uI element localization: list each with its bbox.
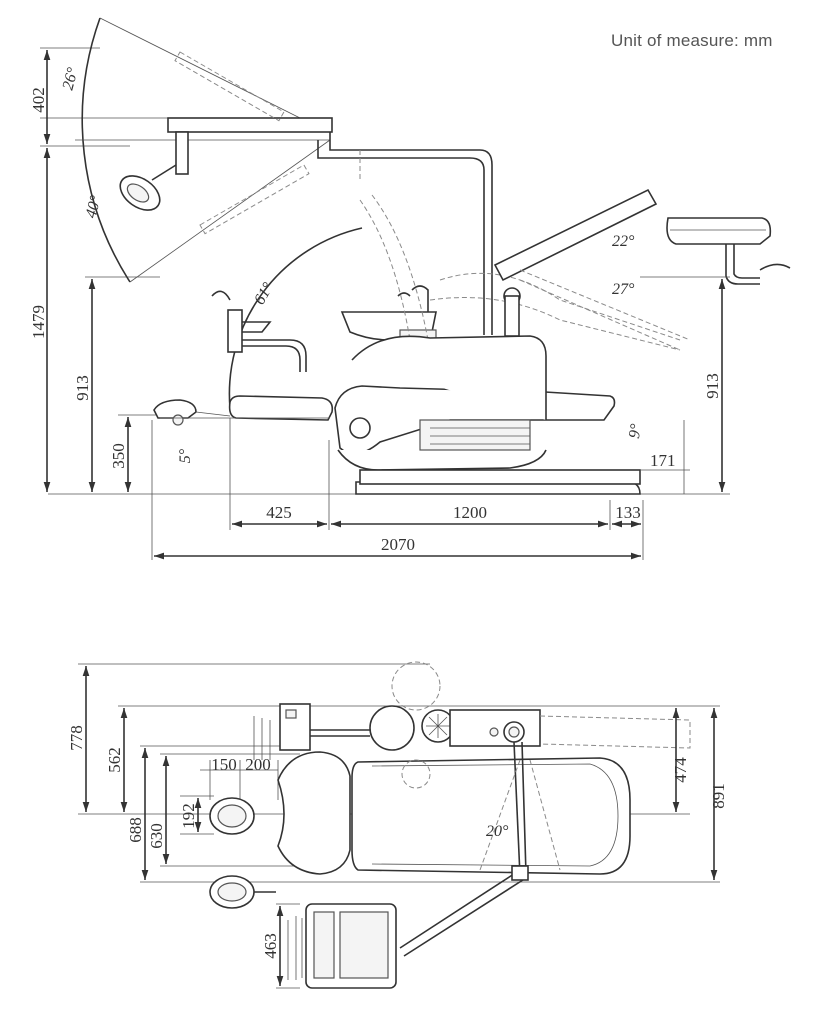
chair-body (228, 335, 641, 495)
dim-913-left: 913 (73, 375, 92, 401)
dim-630: 630 (147, 823, 166, 849)
instrument-tray-top: 463 (261, 903, 397, 989)
right-dimension-group: 913 22° 27° 9° 171 (612, 233, 730, 494)
unit-note: Unit of measure: mm (611, 31, 773, 50)
dim-562: 562 (105, 747, 124, 773)
foot-control-icon: 5° (153, 399, 330, 463)
angle-22: 22° (612, 233, 635, 250)
light-sweep: 26° 40° (60, 17, 331, 283)
dim-474: 474 (671, 757, 690, 783)
seat-top (351, 757, 631, 875)
dim-1479: 1479 (29, 305, 48, 339)
angle-5: 5° (177, 448, 194, 463)
angle-9: 9° (626, 422, 645, 440)
dim-192: 192 (179, 803, 198, 829)
angle-20: 20° (486, 823, 509, 840)
instrument-tray-icon (493, 188, 791, 351)
dim-891: 891 (709, 783, 728, 809)
side-view: 402 1479 913 350 26° 40° (29, 17, 791, 560)
dim-425: 425 (266, 503, 292, 522)
dim-1200: 1200 (453, 503, 487, 522)
bottom-dimension-group: 425 1200 133 2070 (151, 418, 644, 560)
dim-171: 171 (650, 451, 676, 470)
dim-200: 200 (245, 755, 271, 774)
dim-150: 150 (211, 755, 237, 774)
dental-light-icon (119, 51, 333, 235)
recline-arc (228, 227, 363, 409)
dim-688: 688 (126, 817, 145, 843)
left-dimension-group: 402 1479 913 350 (29, 47, 170, 492)
headrest-top (277, 751, 351, 875)
instrument-arm (211, 290, 307, 372)
dim-778: 778 (67, 725, 86, 751)
main-post (317, 132, 493, 335)
dim-463: 463 (261, 933, 280, 959)
dim-913-right: 913 (703, 373, 722, 399)
angle-26: 26° (60, 65, 82, 92)
dim-402: 402 (29, 87, 48, 113)
dim-2070: 2070 (381, 535, 415, 554)
dim-133: 133 (615, 503, 641, 522)
cuspidor-top (369, 705, 415, 751)
top-view: 778 562 688 630 150 200 192 (67, 661, 728, 989)
dim-350: 350 (109, 443, 128, 469)
angle-40: 40° (83, 193, 105, 220)
angle-27: 27° (612, 281, 635, 298)
